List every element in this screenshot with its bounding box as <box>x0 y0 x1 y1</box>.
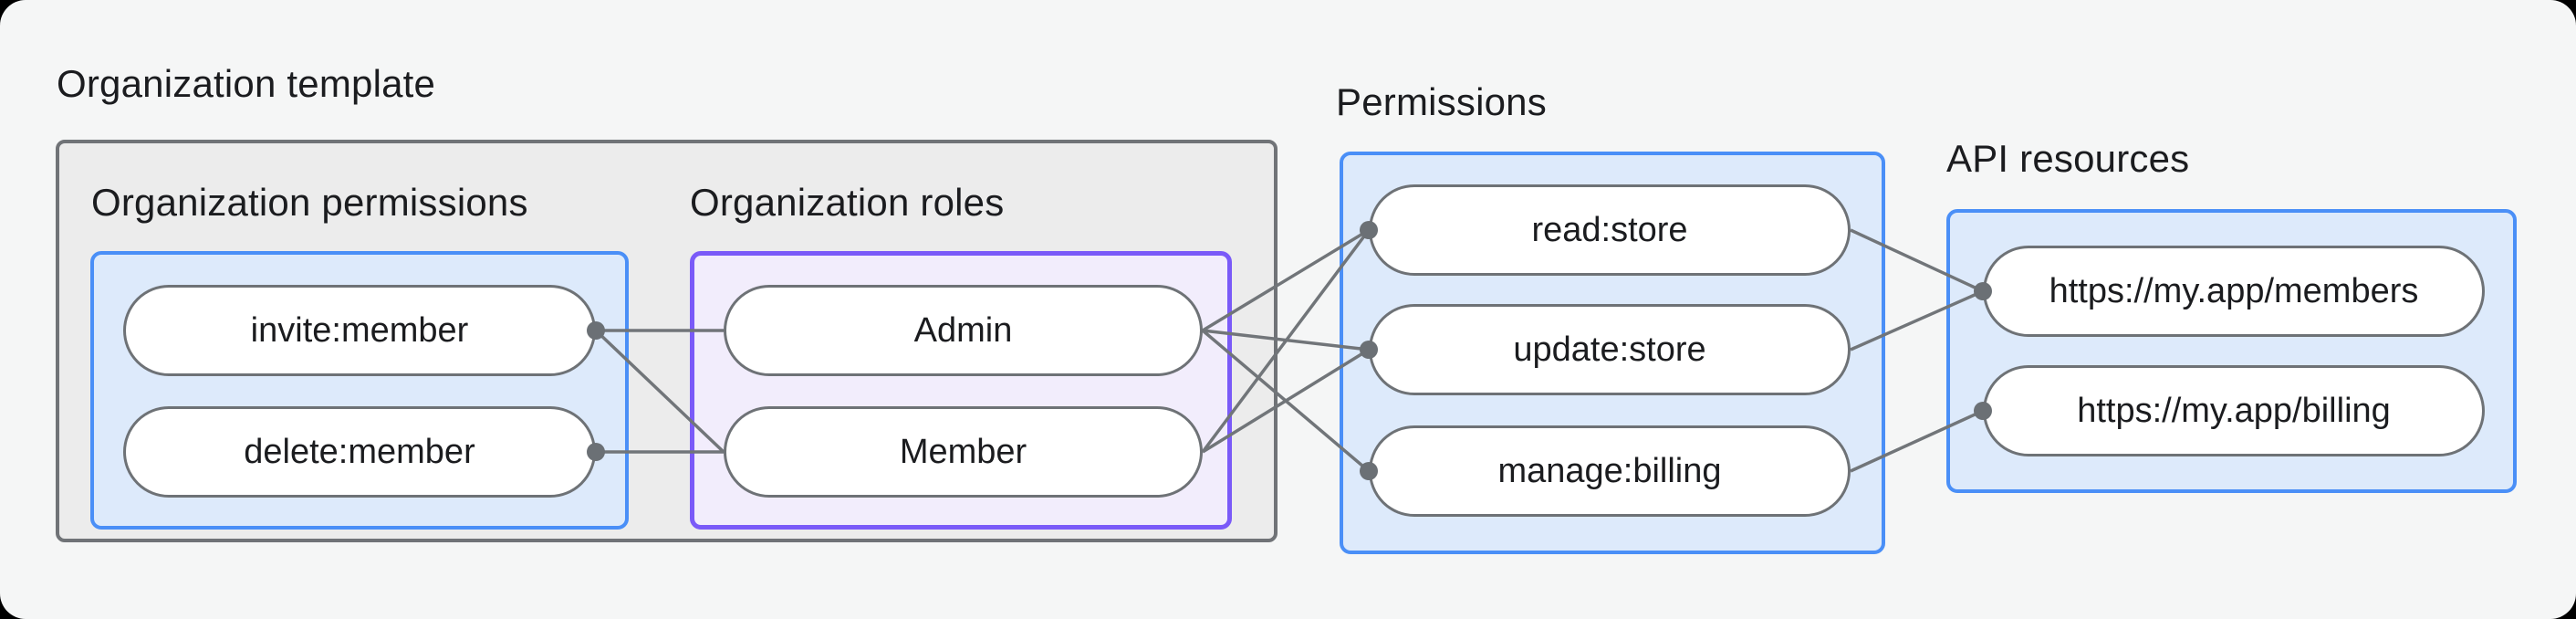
node-manage-billing: manage:billing <box>1369 425 1851 517</box>
permissions-label: Permissions <box>1336 80 1547 123</box>
node-read-store: read:store <box>1369 184 1851 276</box>
node-admin: Admin <box>724 285 1203 376</box>
api-resources-label: API resources <box>1946 137 2190 180</box>
node-update-store: update:store <box>1369 304 1851 395</box>
node-member: Member <box>724 406 1203 498</box>
org-permissions-label: Organization permissions <box>91 181 528 224</box>
org-template-label: Organization template <box>57 62 436 105</box>
node-api-members: https://my.app/members <box>1983 246 2485 337</box>
node-invite-member: invite:member <box>123 285 596 376</box>
org-roles-label: Organization roles <box>690 181 1005 224</box>
node-delete-member: delete:member <box>123 406 596 498</box>
node-api-billing: https://my.app/billing <box>1983 365 2485 456</box>
